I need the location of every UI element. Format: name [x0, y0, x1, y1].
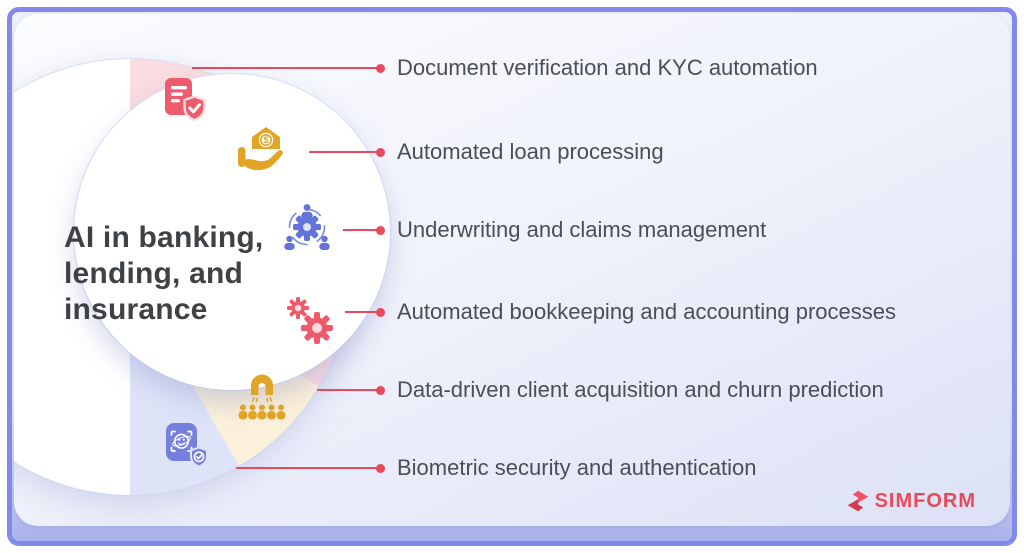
- client-acquisition-magnet-icon: [238, 374, 286, 420]
- connector-line: [345, 311, 378, 313]
- connector-dot: [376, 148, 385, 157]
- infographic-frame: AI in banking, lending, and insurance $: [7, 7, 1017, 546]
- underwriting-claims-icon: [284, 204, 330, 250]
- list-item-label: Underwriting and claims management: [397, 217, 767, 242]
- center-circle: [74, 74, 390, 390]
- connector-dot: [376, 386, 385, 395]
- list-item-label: Data-driven client acquisition and churn…: [397, 377, 884, 402]
- list-item-label: Automated loan processing: [397, 139, 664, 164]
- connector-line: [317, 389, 378, 391]
- biometric-security-icon: [166, 423, 208, 468]
- connector-line: [343, 229, 378, 231]
- connector-line: [192, 67, 378, 69]
- connector-line: [309, 151, 378, 153]
- simform-logo-icon: [847, 490, 868, 512]
- connector-line: [236, 467, 378, 469]
- connector-dot: [376, 64, 385, 73]
- infographic-card: AI in banking, lending, and insurance $: [14, 14, 1010, 526]
- list-item-label: Document verification and KYC automation: [397, 55, 818, 80]
- connector-dot: [376, 464, 385, 473]
- page-title: AI in banking, lending, and insurance: [64, 221, 264, 326]
- loan-processing-icon: $: [238, 127, 283, 171]
- svg-text:$: $: [263, 135, 268, 145]
- bookkeeping-accounting-icon: [287, 297, 333, 344]
- connector-dot: [376, 226, 385, 235]
- connector-dot: [376, 308, 385, 317]
- brand-logo-text: SIMFORM: [874, 489, 976, 512]
- brand-logo: SIMFORM: [846, 489, 976, 513]
- document-verification-kyc-icon: [165, 78, 206, 122]
- list-item-label: Biometric security and authentication: [397, 455, 757, 480]
- list-item-label: Automated bookkeeping and accounting pro…: [397, 299, 897, 324]
